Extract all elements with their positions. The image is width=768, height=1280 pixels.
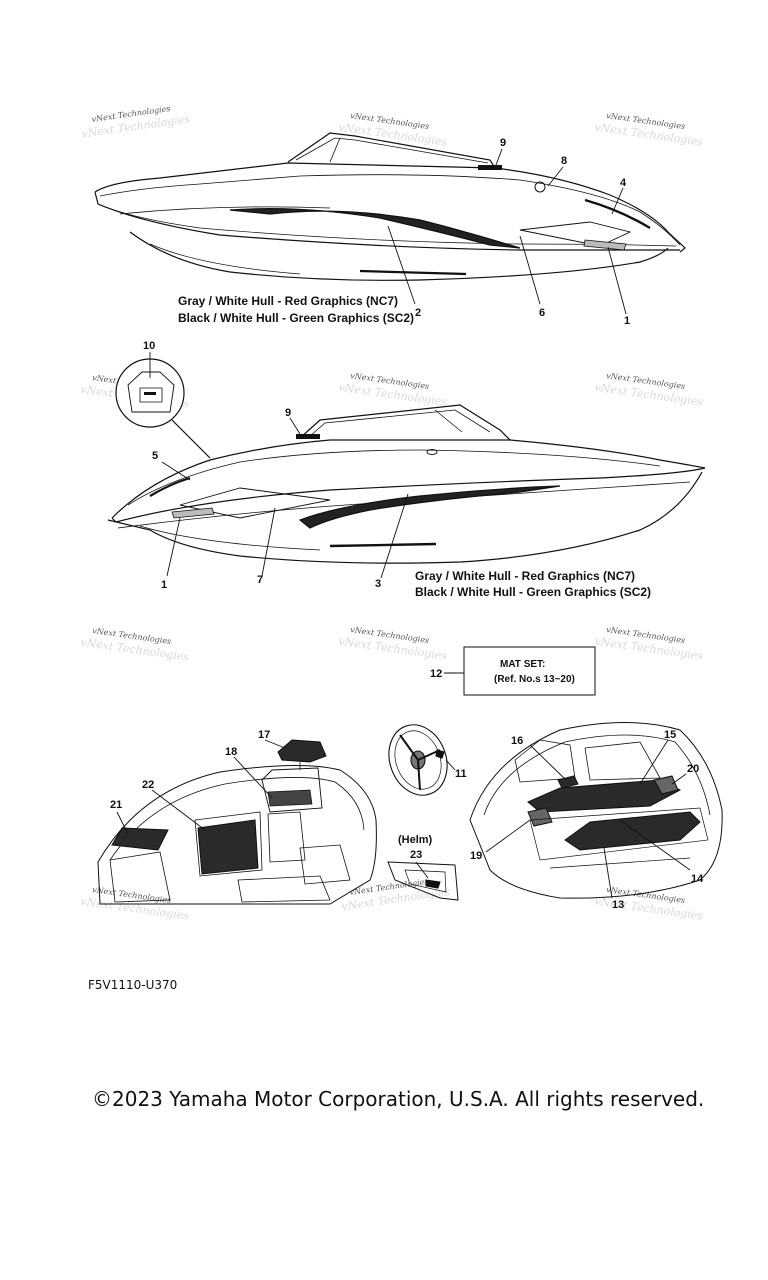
top-boat-part-numbers: 9 8 4 2 6 1 xyxy=(415,137,630,327)
middle-boat-part-numbers: 10 9 5 1 7 3 xyxy=(143,340,381,591)
cockpit-bow-view xyxy=(97,739,377,905)
part-num-11: 11 xyxy=(455,768,467,780)
part-num-5: 5 xyxy=(152,450,158,462)
part-num-18: 18 xyxy=(225,746,237,758)
part-num-16: 16 xyxy=(511,735,523,747)
part-num-14: 14 xyxy=(691,873,704,885)
part-num-21: 21 xyxy=(110,799,122,811)
watermark-7: vNext Technologies vNext Technologies xyxy=(80,626,190,664)
part-num-12: 12 xyxy=(430,668,442,680)
boat-starboard-side-view xyxy=(107,404,706,564)
watermark-10: vNext Technologies vNext Technologies xyxy=(80,885,190,923)
part-num-10: 10 xyxy=(143,340,155,352)
stern-deck-view xyxy=(469,722,723,899)
hull-caption-top-1: Gray / White Hull - Red Graphics (NC7) xyxy=(178,294,398,308)
cockpit-part-numbers: 17 18 22 21 xyxy=(110,729,270,811)
steering-wheel xyxy=(388,724,456,796)
watermark-3: vNext Technologies vNext Technologies xyxy=(594,111,704,149)
part-num-22: 22 xyxy=(142,779,154,791)
part-num-4: 4 xyxy=(620,177,627,189)
detail-bubble-10 xyxy=(115,358,211,459)
hull-caption-top-2: Black / White Hull - Green Graphics (SC2… xyxy=(178,311,414,325)
part-num-1: 1 xyxy=(624,315,630,327)
part-num-6: 6 xyxy=(539,307,545,319)
watermark-5: vNext Technologies vNext Technologies xyxy=(338,371,448,409)
drawing-code: F5V1110-U370 xyxy=(88,978,178,992)
part-num-9-mid: 9 xyxy=(285,407,291,419)
hull-caption-bottom-2: Black / White Hull - Green Graphics (SC2… xyxy=(415,585,651,599)
watermark-8: vNext Technologies vNext Technologies xyxy=(338,625,448,663)
part-num-13: 13 xyxy=(612,899,624,911)
mat-set-callout: 12 MAT SET: (Ref. No.s 13~20) xyxy=(430,646,596,696)
part-num-8: 8 xyxy=(561,155,567,167)
cockpit-leader-lines xyxy=(116,739,286,835)
part-num-23: 23 xyxy=(410,849,422,861)
part-num-1-mid: 1 xyxy=(161,579,167,591)
watermark-1: vNext Technologies vNext Technologies xyxy=(81,104,191,140)
part-num-9: 9 xyxy=(500,137,506,149)
part-num-7: 7 xyxy=(257,574,263,586)
mat-set-ref: (Ref. No.s 13~20) xyxy=(494,674,575,685)
helm-detail xyxy=(387,861,459,901)
part-num-2: 2 xyxy=(415,307,421,319)
copyright-notice: ©2023 Yamaha Motor Corporation, U.S.A. A… xyxy=(92,1087,705,1111)
part-num-19: 19 xyxy=(470,850,482,862)
part-num-15: 15 xyxy=(664,729,676,741)
boat-port-side-view xyxy=(94,132,686,281)
stern-part-numbers: 16 15 20 19 14 13 xyxy=(470,729,704,911)
part-num-17: 17 xyxy=(258,729,270,741)
hull-caption-bottom-1: Gray / White Hull - Red Graphics (NC7) xyxy=(415,569,635,583)
part-num-3: 3 xyxy=(375,578,381,590)
part-num-20: 20 xyxy=(687,763,699,775)
top-boat-leader-lines xyxy=(387,148,627,315)
watermark-9: vNext Technologies vNext Technologies xyxy=(594,625,704,663)
watermark-6: vNext Technologies vNext Technologies xyxy=(594,371,704,409)
helm-label: (Helm) xyxy=(398,834,433,846)
stern-leader-lines xyxy=(485,739,691,899)
middle-boat-leader-lines xyxy=(149,352,409,579)
mat-set-title: MAT SET: xyxy=(500,659,545,670)
